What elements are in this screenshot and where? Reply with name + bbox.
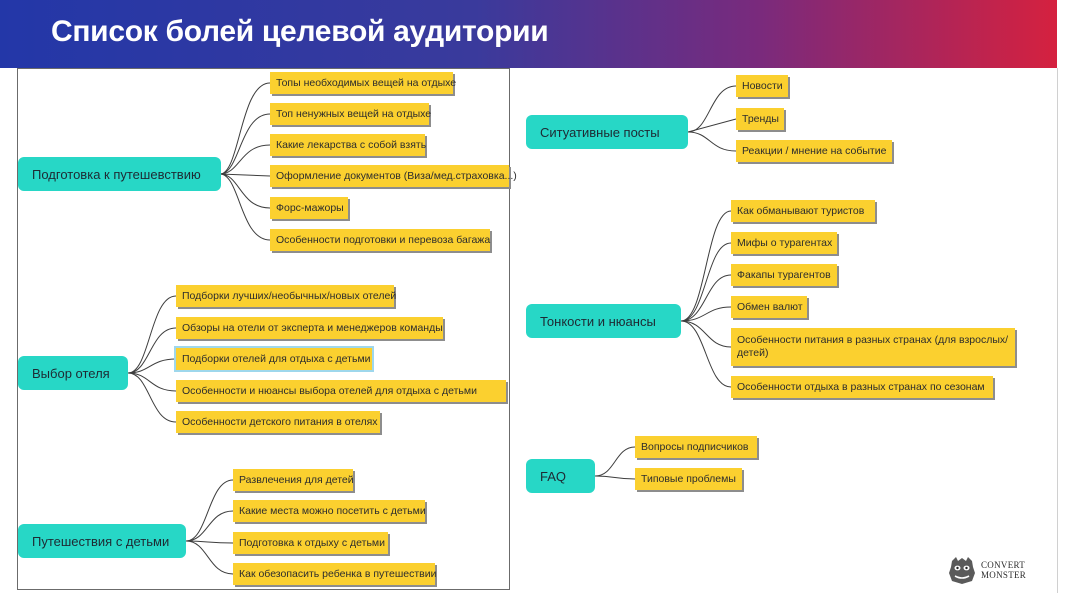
root-node-faq[interactable]: FAQ bbox=[526, 459, 595, 493]
leaf-node[interactable]: Как обманывают туристов bbox=[731, 200, 875, 222]
slide-title: Список болей целевой аудитории bbox=[51, 15, 549, 48]
leaf-node[interactable]: Особенности отдыха в разных странах по с… bbox=[731, 376, 993, 398]
convert-monster-logo: CONVERT MONSTER bbox=[948, 555, 1026, 585]
leaf-node[interactable]: Особенности питания в разных странах (дл… bbox=[731, 328, 1015, 366]
leaf-node[interactable]: Подборки лучших/необычных/новых отелей bbox=[176, 285, 396, 307]
leaf-node[interactable]: Какие лекарства с собой взять bbox=[270, 134, 426, 156]
leaf-node[interactable]: Топ ненужных вещей на отдыхе bbox=[270, 103, 431, 125]
slide-right-edge bbox=[1057, 68, 1058, 593]
root-node-prep[interactable]: Подготовка к путешевствию bbox=[18, 157, 221, 191]
leaf-node[interactable]: Обзоры на отели от эксперта и менеджеров… bbox=[176, 317, 443, 339]
monster-face-icon bbox=[949, 557, 975, 584]
leaf-node[interactable]: Вопросы подписчиков bbox=[635, 436, 757, 458]
left-panel-frame bbox=[17, 68, 510, 590]
leaf-node[interactable]: Форс-мажоры bbox=[270, 197, 348, 219]
leaf-node-selected[interactable]: Подборки отелей для отдыха с детьми bbox=[174, 346, 374, 372]
logo-line-1: CONVERT bbox=[981, 560, 1026, 570]
leaf-node[interactable]: Мифы о турагентах bbox=[731, 232, 837, 254]
leaf-node[interactable]: Топы необходимых вещей на отдыхе bbox=[270, 72, 456, 94]
leaf-node[interactable]: Типовые проблемы bbox=[635, 468, 742, 490]
leaf-node[interactable]: Как обезопасить ребенка в путешествии bbox=[233, 563, 436, 585]
logo-line-2: MONSTER bbox=[981, 570, 1027, 580]
leaf-node[interactable]: Реакции / мнение на событие bbox=[736, 140, 892, 162]
leaf-node[interactable]: Оформление документов (Виза/мед.страховк… bbox=[270, 165, 517, 187]
leaf-node[interactable]: Особенности детского питания в отелях bbox=[176, 411, 380, 433]
leaf-node[interactable]: Тренды bbox=[736, 108, 784, 130]
leaf-node[interactable]: Подготовка к отдыху с детьми bbox=[233, 532, 388, 554]
root-node-kids[interactable]: Путешествия с детьми bbox=[18, 524, 186, 558]
leaf-node[interactable]: Развлечения для детей bbox=[233, 469, 354, 491]
root-node-hotel[interactable]: Выбор отеля bbox=[18, 356, 128, 390]
leaf-node[interactable]: Новости bbox=[736, 75, 788, 97]
leaf-node[interactable]: Особенности и нюансы выбора отелей для о… bbox=[176, 380, 506, 402]
leaf-node[interactable]: Обмен валют bbox=[731, 296, 807, 318]
slide-header: Список болей целевой аудитории bbox=[0, 0, 1057, 68]
leaf-node[interactable]: Какие места можно посетить с детьми bbox=[233, 500, 426, 522]
root-node-nuances[interactable]: Тонкости и нюансы bbox=[526, 304, 681, 338]
leaf-node[interactable]: Особенности подготовки и перевоза багажа bbox=[270, 229, 490, 251]
leaf-node[interactable]: Факапы турагентов bbox=[731, 264, 837, 286]
root-node-situational[interactable]: Ситуативные посты bbox=[526, 115, 688, 149]
